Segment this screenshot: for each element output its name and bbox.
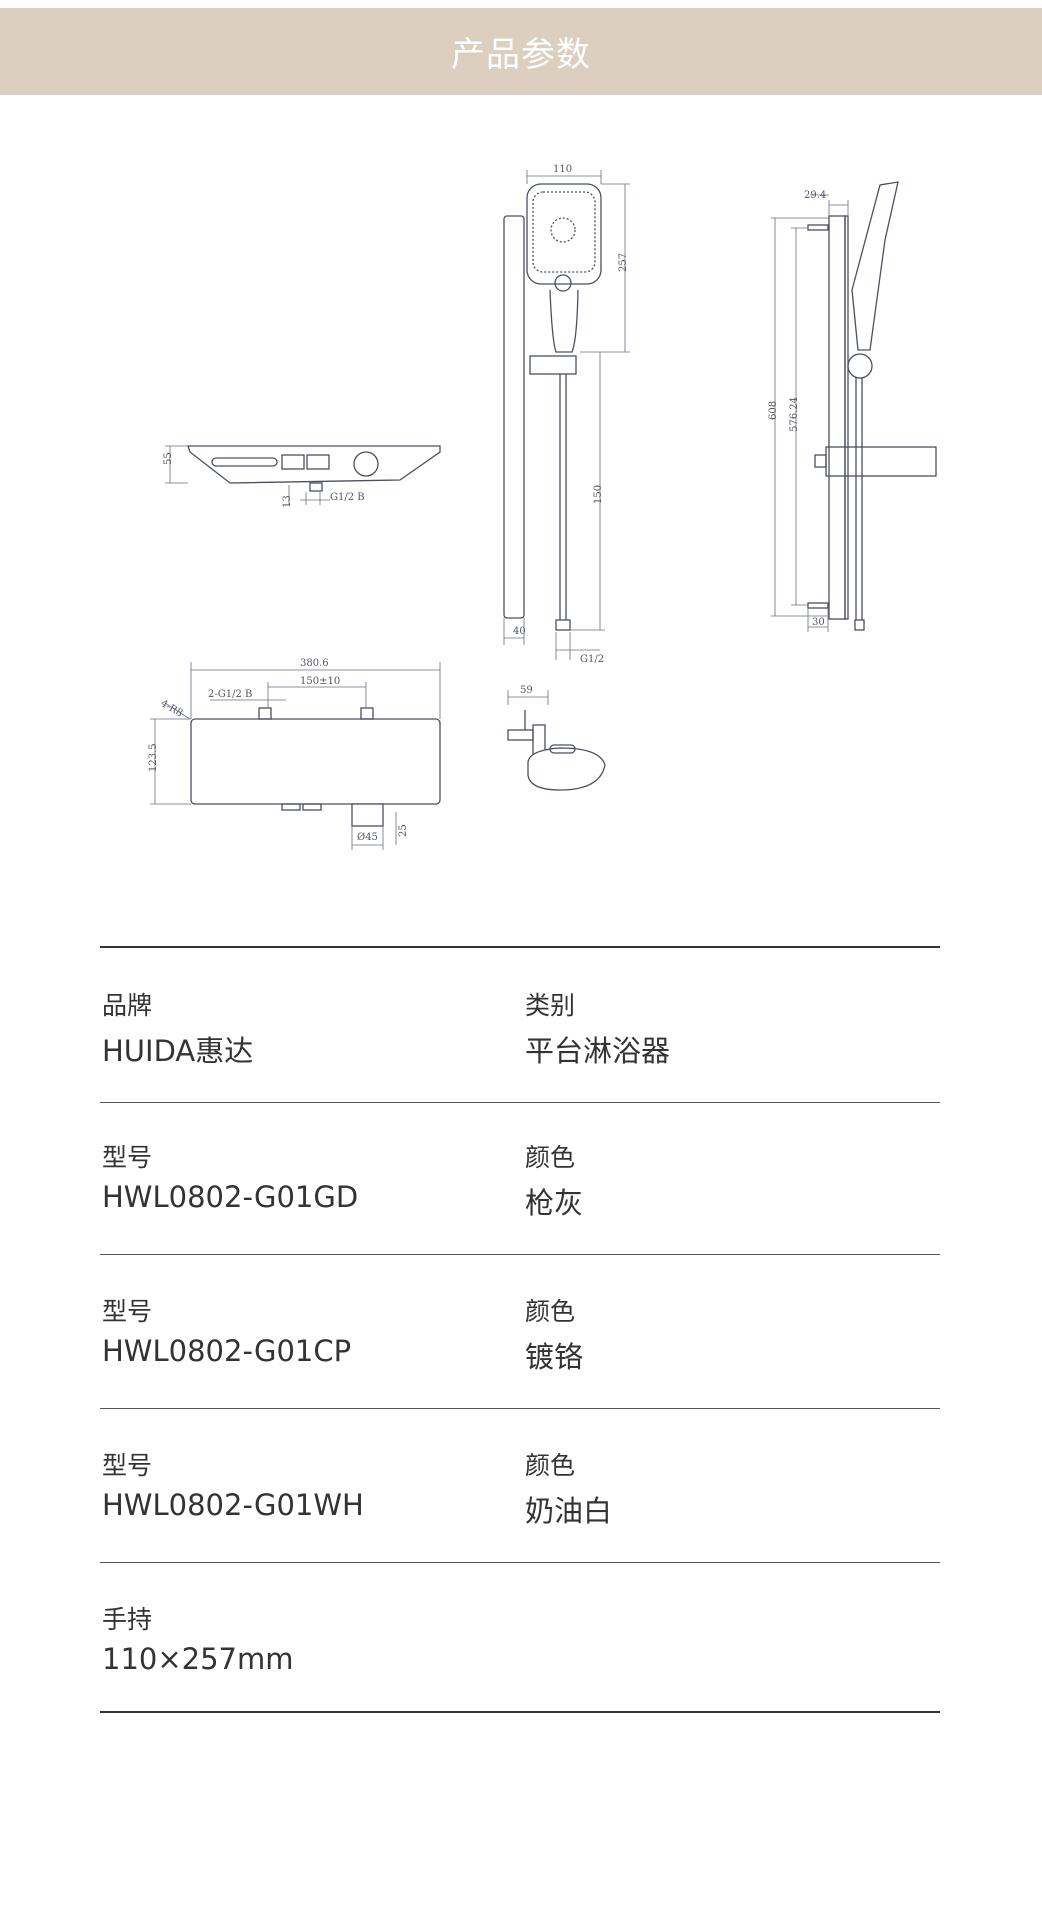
technical-drawing: 55 13 G1/2 B 380.6 150±10 2-G1/2 B 4-R8 … <box>148 164 937 850</box>
spec-row: 型号 HWL0802-G01CP 颜色镀铬 <box>100 1254 940 1409</box>
spec-label-model: 型号 <box>102 1451 153 1480</box>
body-front-view: 380.6 150±10 2-G1/2 B 4-R8 123.5 Ø45 25 <box>148 658 441 850</box>
dim-rail-offset: 29.4 <box>804 190 826 201</box>
spec-row: 品牌 HUIDA惠达 类别平台淋浴器 <box>100 946 940 1103</box>
dim-tray-thread: G1/2 B <box>330 492 365 503</box>
dim-inlet-spacing: 150±10 <box>300 676 340 687</box>
spec-label-model: 型号 <box>102 1297 153 1326</box>
dim-inlet-thread: 2-G1/2 B <box>208 689 252 700</box>
dim-hole-spacing: 576.24 <box>789 397 800 432</box>
spec-row: 型号 HWL0802-G01GD 颜色枪灰 <box>100 1100 940 1255</box>
dim-body-height: 123.5 <box>148 743 159 772</box>
dim-hose-thread: G1/2 <box>580 654 604 665</box>
spec-label-model: 型号 <box>102 1143 153 1172</box>
dim-holder-depth: 59 <box>520 685 533 696</box>
spec-value-category: 平台淋浴器 <box>525 1034 671 1068</box>
dim-hose-len: 150 <box>593 485 604 504</box>
spec-value-brand: HUIDA惠达 <box>102 1034 254 1068</box>
spec-value-color: 奶油白 <box>525 1494 613 1528</box>
spec-value-model: HWL0802-G01CP <box>102 1334 352 1368</box>
spec-label-color: 颜色 <box>525 1143 576 1172</box>
holder-side-view: 59 <box>507 685 606 791</box>
dim-rail-length: 608 <box>768 401 779 420</box>
spec-row: 型号 HWL0802-G01WH 颜色奶油白 <box>100 1408 940 1563</box>
section-title: 产品参数 <box>451 35 591 75</box>
spec-label-color: 颜色 <box>525 1297 576 1326</box>
rail-side-view: 29.4 608 576.24 30 <box>768 181 937 632</box>
dim-corner-radius: 4-R8 <box>159 698 185 719</box>
dim-outlet-len: 25 <box>398 824 409 837</box>
spec-value-model: HWL0802-G01WH <box>102 1488 364 1522</box>
dim-body-width: 380.6 <box>300 658 329 669</box>
dim-head-length: 257 <box>618 253 629 272</box>
dim-head-width: 110 <box>553 164 572 175</box>
spec-row: 手持 110×257mm <box>100 1562 940 1713</box>
tray-top-view: 55 13 G1/2 B <box>163 445 441 508</box>
spec-label-brand: 品牌 <box>102 991 153 1020</box>
dim-bracket-depth: 30 <box>812 617 825 628</box>
section-header: 产品参数 <box>0 8 1042 95</box>
dim-outlet-dia: Ø45 <box>357 832 378 843</box>
spec-value-color: 枪灰 <box>525 1186 584 1220</box>
dim-tray-height: 55 <box>163 452 174 465</box>
dim-rail-width: 40 <box>513 626 526 637</box>
spec-label-category: 类别 <box>525 991 576 1020</box>
spec-label-color: 颜色 <box>525 1451 576 1480</box>
spec-value-color: 镀铬 <box>525 1340 584 1374</box>
spec-value-model: HWL0802-G01GD <box>102 1180 359 1214</box>
dim-tray-pipe: 13 <box>282 495 293 508</box>
hand-shower-rail-view: 110 257 150 40 G1/2 <box>503 164 630 665</box>
spec-value-handheld: 110×257mm <box>102 1642 294 1676</box>
spec-label-handheld: 手持 <box>102 1605 153 1634</box>
